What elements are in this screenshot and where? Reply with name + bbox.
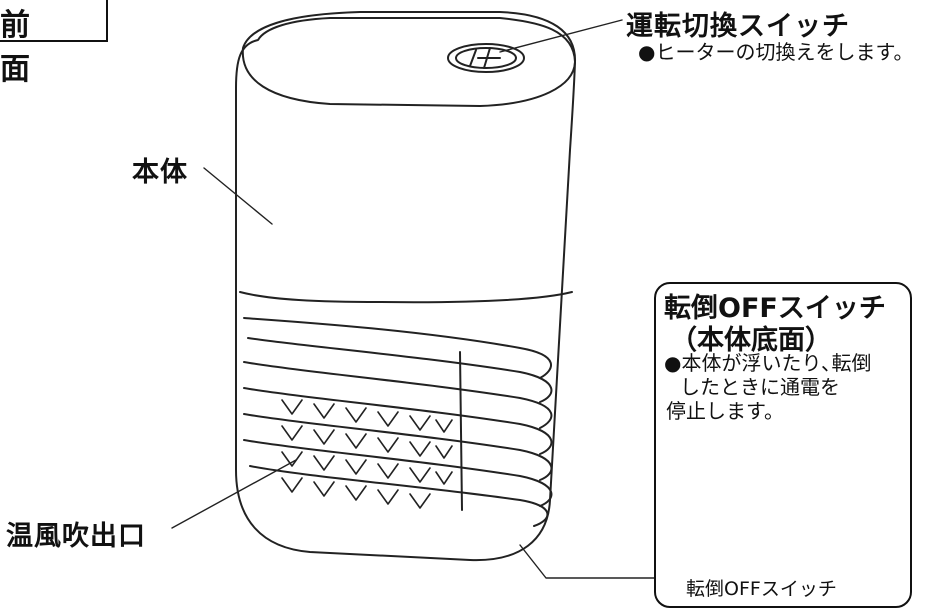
callout-note-1: ●本体が浮いたり､転倒 (664, 351, 872, 375)
tip-over-switch-callout: 転倒OFFスイッチ （本体底面） ●本体が浮いたり､転倒 したときに通電を 停止… (654, 282, 912, 608)
heater-top-rim (241, 11, 577, 107)
callout-heading-1: 転倒OFFスイッチ (664, 293, 886, 324)
mode-switch-note: ●ヒーターの切換えをします。 (638, 40, 914, 64)
heater-body-outline (235, 17, 576, 562)
callout-note-3: 停止します。 (666, 399, 784, 423)
section-title-box: 前 面 (0, 0, 108, 87)
callout-heading-2: （本体底面） (670, 325, 832, 356)
mode-switch-knob (447, 43, 525, 73)
body-label: 本体 (132, 157, 188, 188)
leader-body (203, 167, 273, 225)
section-title: 前 面 (0, 8, 88, 87)
warm-air-outlet-label: 温風吹出口 (6, 521, 146, 552)
callout-bottom-label: 転倒OFFスイッチ (686, 578, 837, 600)
leader-bottom-switch (519, 544, 655, 579)
callout-note-2: したときに通電を (680, 375, 840, 399)
leader-switch (499, 19, 623, 53)
warm-air-outlet-grille (243, 317, 553, 527)
leader-outlet (171, 459, 297, 529)
mode-switch-label: 運転切換スイッチ (626, 11, 850, 42)
